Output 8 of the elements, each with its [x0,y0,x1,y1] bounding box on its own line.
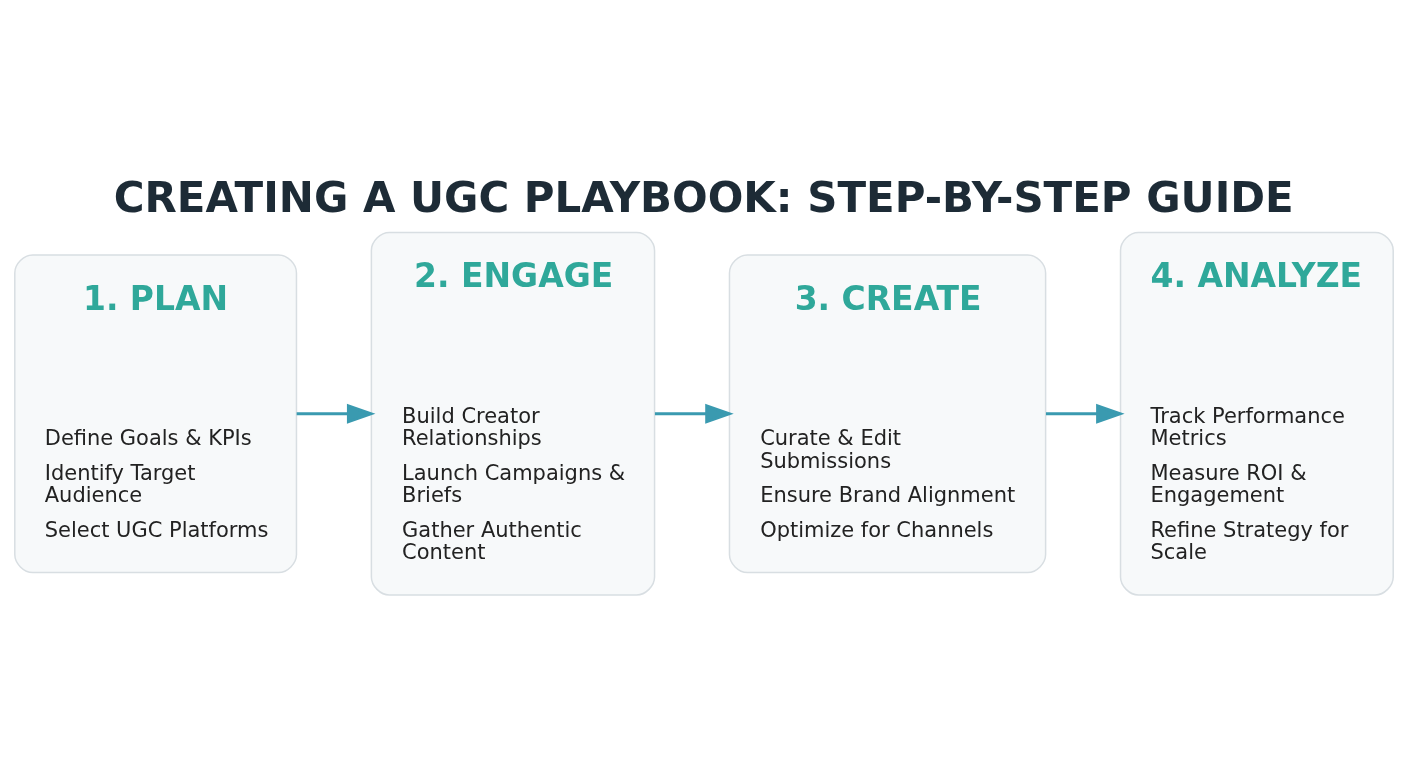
arrow [296,403,376,424]
node-box: 1. PLAN Define Goals & KPIs Identify Target Audience Select UGC Platforms [14,253,298,573]
node-box: 4. ANALYZE Track Performance Metrics Measure ROI & Engagement Refine Strategy for Scale [1119,231,1394,596]
arrow [1046,403,1125,424]
node-box: 3. CREATE Curate & Edit Submissions Ensure Brand Alignment Optimize for Channels [728,253,1047,573]
arrow [654,403,734,424]
node-box: 2. ENGAGE Build Creator Relationships Launch Campaigns & Briefs Gather Authentic Content [370,231,656,596]
diagram-title: CREATING A UGC PLAYBOOK: STEP-BY-STEP GUIDE [113,172,1294,222]
